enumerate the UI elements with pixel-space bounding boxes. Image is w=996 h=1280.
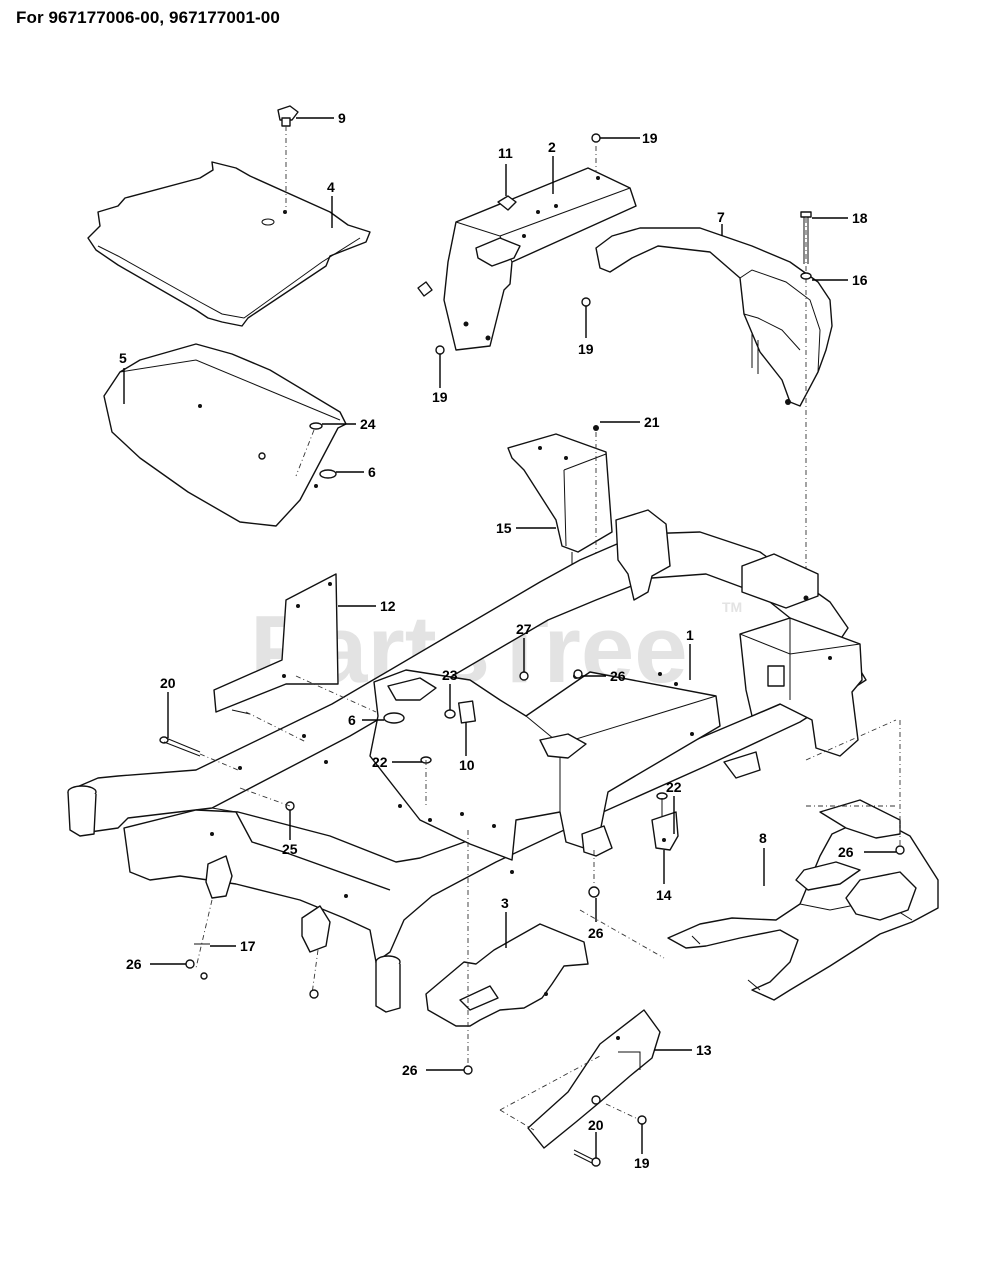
svg-text:13: 13 (696, 1042, 712, 1058)
bolt-part-20-right (573, 1149, 601, 1167)
svg-text:27: 27 (516, 621, 532, 637)
seat-pan-part-5 (103, 343, 347, 527)
svg-text:25: 25 (282, 841, 298, 857)
svg-text:20: 20 (160, 675, 176, 691)
bolt-part-17 (185, 899, 319, 999)
spacer-part-6-frame (383, 712, 405, 724)
bolt-part-22-right (656, 792, 668, 822)
svg-text:17: 17 (240, 938, 256, 954)
svg-text:19: 19 (578, 341, 594, 357)
nut-part-19-top (591, 133, 601, 143)
svg-text:6: 6 (348, 712, 356, 728)
svg-text:22: 22 (372, 754, 388, 770)
svg-text:18: 18 (852, 210, 868, 226)
plate-part-3 (425, 830, 589, 1075)
nut-part-25 (239, 787, 295, 811)
svg-text:6: 6 (368, 464, 376, 480)
shield-part-8 (667, 719, 939, 1001)
floor-mat-part (87, 161, 371, 327)
svg-text:26: 26 (610, 668, 626, 684)
main-frame-part-1 (67, 509, 867, 1013)
callout-labels: 9 4 11 2 19 19 7 18 16 19 5 24 6 (119, 110, 896, 1171)
svg-text:26: 26 (402, 1062, 418, 1078)
svg-text:22: 22 (666, 779, 682, 795)
svg-text:19: 19 (634, 1155, 650, 1171)
nut-part-27 (519, 671, 529, 681)
svg-text:21: 21 (644, 414, 660, 430)
bolt-part-24 (309, 422, 323, 430)
rops-bar-part-7 (595, 218, 833, 600)
svg-text:4: 4 (327, 179, 335, 195)
svg-text:9: 9 (338, 110, 346, 126)
svg-text:5: 5 (119, 350, 127, 366)
plate-part-10 (457, 700, 477, 724)
bolt-part-20-left (159, 736, 239, 771)
knob-part-9 (277, 105, 299, 212)
svg-text:19: 19 (642, 130, 658, 146)
page-title: For 967177006-00, 967177001-00 (16, 8, 280, 27)
side-panel-part-12 (213, 573, 377, 743)
svg-text:7: 7 (717, 209, 725, 225)
bracket-part-14 (651, 811, 679, 851)
svg-text:24: 24 (360, 416, 376, 432)
nut-part-19-panel (435, 345, 445, 355)
nut-part-26-under (588, 850, 600, 898)
bolt-part-22-left (420, 756, 432, 806)
control-panel-part-2 (417, 146, 637, 351)
nut-part-19-rops (581, 297, 591, 307)
svg-text:26: 26 (588, 925, 604, 941)
svg-text:8: 8 (759, 830, 767, 846)
svg-text:15: 15 (496, 520, 512, 536)
svg-text:20: 20 (588, 1117, 604, 1133)
svg-text:11: 11 (498, 145, 513, 161)
svg-text:16: 16 (852, 272, 868, 288)
svg-text:23: 23 (442, 667, 458, 683)
svg-text:TM: TM (722, 599, 742, 615)
nut-part-26-center (573, 669, 583, 679)
bracket-part-13 (499, 909, 665, 1149)
svg-text:26: 26 (838, 844, 854, 860)
spacer-part-6 (319, 469, 337, 479)
svg-text:10: 10 (459, 757, 475, 773)
bolt-part-23 (444, 709, 456, 719)
bolt-part-18 (800, 211, 812, 280)
svg-text:26: 26 (126, 956, 142, 972)
svg-text:12: 12 (380, 598, 396, 614)
nut-part-19-lower (637, 1115, 647, 1125)
svg-text:2: 2 (548, 139, 556, 155)
svg-text:14: 14 (656, 887, 672, 903)
svg-text:3: 3 (501, 895, 509, 911)
svg-text:19: 19 (432, 389, 448, 405)
svg-text:1: 1 (686, 627, 694, 643)
